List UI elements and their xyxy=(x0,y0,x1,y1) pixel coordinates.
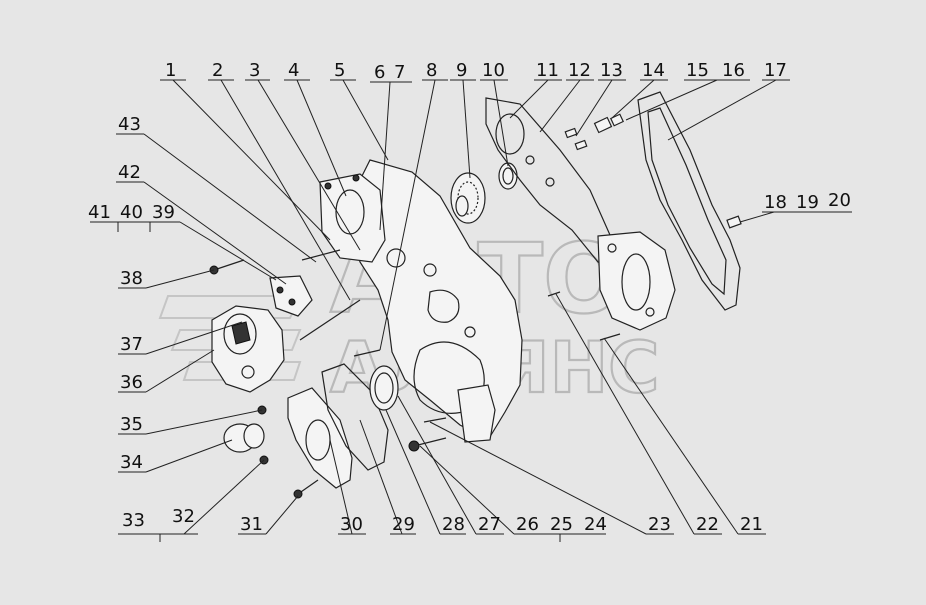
gasket-30 xyxy=(321,363,389,471)
bracket-42 xyxy=(269,275,313,317)
callout-6: 6 xyxy=(374,62,385,83)
callout-42: 42 xyxy=(118,162,141,183)
callout-18: 18 xyxy=(764,192,787,213)
callout-7: 7 xyxy=(394,62,405,83)
callout-23: 23 xyxy=(648,514,671,535)
oil-seal-29 xyxy=(369,365,399,411)
callout-26: 26 xyxy=(516,514,539,535)
callout-34: 34 xyxy=(120,452,143,473)
callout-31: 31 xyxy=(240,514,263,535)
callout-5: 5 xyxy=(334,60,345,81)
callout-1: 1 xyxy=(165,60,176,81)
callout-13: 13 xyxy=(600,60,623,81)
callout-32: 32 xyxy=(172,506,195,527)
gasket-plate xyxy=(485,97,613,269)
callout-11: 11 xyxy=(536,60,559,81)
callout-10: 10 xyxy=(482,60,505,81)
callout-12: 12 xyxy=(568,60,591,81)
cap-34 xyxy=(223,423,265,453)
callout-37: 37 xyxy=(120,334,143,355)
callout-2: 2 xyxy=(212,60,223,81)
callout-16: 16 xyxy=(722,60,745,81)
callout-29: 29 xyxy=(392,514,415,535)
pump-housing-36 xyxy=(211,305,285,393)
callout-14: 14 xyxy=(642,60,665,81)
callout-4: 4 xyxy=(288,60,299,81)
leader-lines xyxy=(90,79,852,542)
callout-25: 25 xyxy=(550,514,573,535)
callout-labels: 1 2 3 4 5 6 7 8 9 10 11 12 13 14 15 16 1… xyxy=(88,60,851,535)
cover-plate-21 xyxy=(597,231,676,331)
callout-36: 36 xyxy=(120,372,143,393)
callout-15: 15 xyxy=(686,60,709,81)
callout-41: 41 xyxy=(88,202,111,223)
callout-22: 22 xyxy=(696,514,719,535)
callout-30: 30 xyxy=(340,514,363,535)
callout-33: 33 xyxy=(122,510,145,531)
callout-3: 3 xyxy=(249,60,260,81)
callout-8: 8 xyxy=(426,60,437,81)
callout-35: 35 xyxy=(120,414,143,435)
timing-gear xyxy=(450,172,486,224)
bearing-housing-4 xyxy=(319,173,386,263)
callout-17: 17 xyxy=(764,60,787,81)
bolt-18 xyxy=(726,215,742,229)
callout-38: 38 xyxy=(120,268,143,289)
callout-24: 24 xyxy=(584,514,607,535)
bolts-group xyxy=(209,249,621,499)
callout-9: 9 xyxy=(456,60,467,81)
callout-27: 27 xyxy=(478,514,501,535)
callout-21: 21 xyxy=(740,514,763,535)
front-cover-housing xyxy=(349,159,523,443)
seal-ring-10 xyxy=(498,162,518,190)
callout-20: 20 xyxy=(828,190,851,211)
fittings-13-16 xyxy=(564,113,625,151)
callout-19: 19 xyxy=(796,192,819,213)
callout-40: 40 xyxy=(120,202,143,223)
callout-39: 39 xyxy=(152,202,175,223)
callout-43: 43 xyxy=(118,114,141,135)
side-gasket-17 xyxy=(637,91,741,311)
callout-28: 28 xyxy=(442,514,465,535)
